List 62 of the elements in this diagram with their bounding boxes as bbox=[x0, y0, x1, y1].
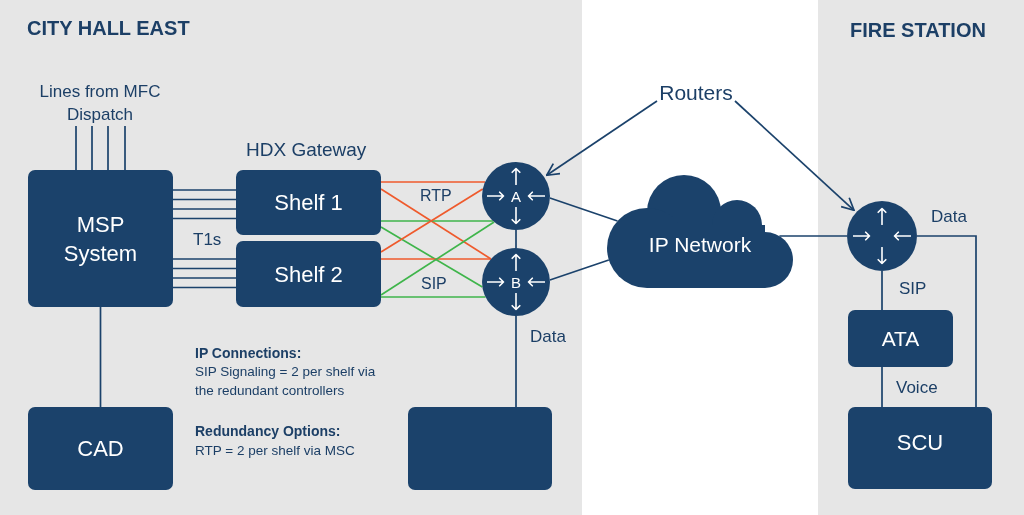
leader-arrow bbox=[545, 100, 658, 177]
device-box bbox=[848, 310, 953, 367]
connector-line bbox=[124, 125, 126, 171]
connector-line bbox=[515, 229, 517, 249]
gateway-label: HDX Gateway bbox=[246, 138, 367, 161]
node-title: MSP System bbox=[62, 210, 139, 268]
connector-line bbox=[99, 306, 102, 408]
device-box bbox=[408, 407, 552, 490]
source-label: Lines from MFC Dispatch bbox=[30, 80, 170, 126]
connector-line bbox=[515, 315, 517, 408]
connector-line bbox=[380, 181, 486, 183]
note-text: SIP Signaling = 2 per shelf via the redundant controllers bbox=[195, 363, 377, 400]
connector-line bbox=[549, 259, 610, 281]
connector-line bbox=[172, 277, 237, 279]
node-title: CAD bbox=[77, 435, 124, 463]
protocol-label: SIP bbox=[421, 274, 447, 293]
router-letter: B bbox=[511, 274, 521, 290]
connector-line bbox=[380, 258, 492, 260]
node-title: ATA bbox=[881, 325, 920, 352]
connector-line bbox=[172, 208, 237, 210]
connector-line bbox=[172, 258, 237, 260]
site-heading: FIRE STATION bbox=[850, 18, 986, 42]
connector-line bbox=[172, 189, 237, 191]
router-circle bbox=[482, 162, 550, 230]
system-box bbox=[28, 170, 173, 307]
connector-line bbox=[380, 221, 495, 296]
callout-label: Routers bbox=[657, 80, 735, 106]
node-title: SCU bbox=[896, 428, 944, 457]
router-letter: A bbox=[511, 188, 521, 204]
site-heading: CITY HALL EAST bbox=[27, 16, 190, 40]
connector-line bbox=[107, 125, 109, 171]
link-label: T1s bbox=[193, 230, 222, 250]
connector-line bbox=[380, 188, 492, 260]
note-text: RTP = 2 per shelf via MSC bbox=[195, 442, 355, 460]
shelf-box bbox=[236, 170, 381, 235]
connector-line bbox=[778, 235, 848, 237]
network-label: IP Network bbox=[648, 232, 752, 258]
device-box bbox=[28, 407, 173, 490]
protocol-label: RTP bbox=[420, 186, 452, 205]
connector-line bbox=[916, 235, 977, 408]
node-title: Shelf 2 bbox=[274, 260, 343, 289]
connector-line bbox=[172, 267, 237, 270]
connector-line bbox=[75, 125, 77, 171]
connector-line bbox=[172, 217, 237, 220]
device-box bbox=[848, 407, 992, 489]
connector-line bbox=[172, 286, 237, 289]
shelf-box bbox=[236, 241, 381, 307]
site-panel bbox=[0, 0, 582, 515]
connector-line bbox=[380, 188, 484, 253]
connector-line bbox=[881, 366, 883, 408]
connector-line bbox=[380, 226, 484, 288]
leader-arrow bbox=[734, 100, 855, 212]
note-heading: IP Connections: bbox=[195, 344, 302, 362]
connector-line bbox=[380, 220, 494, 222]
connector-line bbox=[549, 197, 619, 222]
site-panel bbox=[818, 0, 1024, 515]
note-heading: Redundancy Options: bbox=[195, 422, 341, 440]
connector-line bbox=[91, 125, 93, 171]
connector-line bbox=[380, 296, 487, 298]
connector-line bbox=[172, 198, 237, 201]
node-title: Shelf 1 bbox=[274, 189, 343, 217]
connector-line bbox=[881, 270, 883, 311]
